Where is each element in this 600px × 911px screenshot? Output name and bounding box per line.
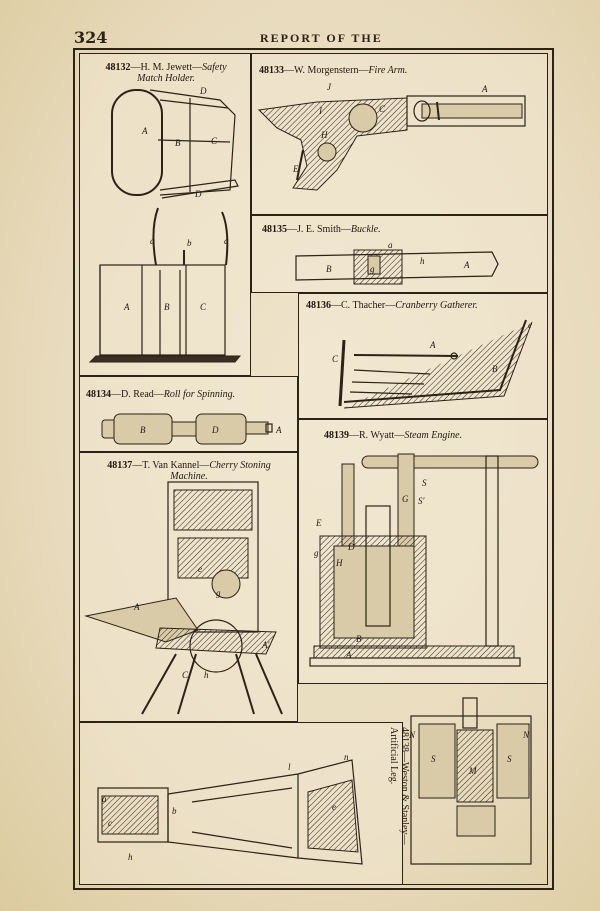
caption-48133: 48133—W. Morgenstern—Fire Arm. (259, 65, 408, 76)
svg-text:C: C (332, 354, 339, 364)
plate-outer-border (73, 48, 554, 890)
svg-text:A: A (133, 602, 140, 612)
figure-48136-cranberry-gatherer: c C A B (332, 319, 533, 409)
caption-48137: 48137—T. Van Kannel—Cherry Stoning Machi… (107, 460, 271, 482)
svg-text:c: c (108, 818, 112, 828)
svg-text:E: E (315, 518, 322, 528)
svg-text:N: N (522, 730, 530, 740)
figure-48139-steam-engine: S G S' E g D H B A (309, 453, 539, 667)
figure-48135-buckle: a B g h A (295, 240, 499, 285)
svg-text:e: e (332, 802, 336, 812)
caption-48139: 48139—R. Wyatt—Steam Engine. (324, 430, 463, 441)
caption-48136: 48136—C. Thacher—Cranberry Gatherer. (306, 300, 478, 311)
figure-48133-fire-arm: J A I H C E (257, 82, 526, 191)
svg-text:B: B (140, 425, 146, 435)
svg-text:M: M (468, 766, 477, 776)
svg-text:A: A (429, 340, 436, 350)
caption-48132: 48132—H. M. Jewett—Safety Match Holder. (105, 62, 227, 84)
caption-48134: 48134—D. Read—Roll for Spinning. (86, 389, 236, 400)
svg-text:c: c (528, 320, 532, 330)
svg-text:A: A (275, 425, 282, 435)
svg-text:B: B (356, 634, 362, 644)
svg-text:g: g (370, 264, 375, 274)
svg-text:N: N (408, 730, 416, 740)
caption-48135: 48135—J. E. Smith—Buckle. (262, 224, 381, 235)
svg-text:D: D (194, 189, 202, 199)
page-number: 324 (74, 28, 108, 47)
svg-text:c: c (224, 236, 228, 246)
svg-text:A: A (141, 126, 148, 136)
svg-text:S: S (422, 478, 427, 488)
svg-text:C: C (211, 136, 218, 146)
svg-text:B: B (326, 264, 332, 274)
svg-text:J: J (327, 82, 332, 92)
svg-text:C: C (182, 670, 189, 680)
svg-text:A: A (345, 650, 352, 660)
svg-text:g: g (216, 588, 221, 598)
svg-text:B: B (175, 138, 181, 148)
page-header: 324 REPORT OF THE (74, 28, 552, 48)
svg-text:A: A (123, 302, 130, 312)
figure-48138-artificial-leg: a b c h n l e (97, 752, 363, 865)
svg-text:S': S' (418, 496, 426, 506)
svg-text:A: A (463, 260, 470, 270)
running-head: REPORT OF THE (260, 31, 383, 45)
svg-text:D: D (347, 542, 355, 552)
svg-text:a: a (150, 236, 155, 246)
svg-text:a: a (388, 240, 393, 250)
svg-text:h: h (128, 852, 133, 862)
svg-text:I: I (318, 106, 323, 116)
svg-text:h: h (204, 670, 209, 680)
svg-text:A': A' (261, 640, 270, 650)
svg-text:D: D (211, 425, 219, 435)
figure-48134-spinning-roll: B D A (101, 413, 282, 445)
svg-text:C: C (200, 302, 207, 312)
svg-text:G: G (402, 494, 409, 504)
svg-text:h: h (420, 256, 425, 266)
svg-text:C: C (379, 104, 386, 114)
svg-text:B: B (164, 302, 170, 312)
svg-text:b: b (172, 806, 177, 816)
figure-48138-detail: N N S S M (408, 697, 532, 865)
svg-text:A: A (481, 84, 488, 94)
svg-text:l: l (288, 762, 291, 772)
svg-text:S: S (431, 754, 436, 764)
svg-text:S: S (507, 754, 512, 764)
svg-text:b: b (187, 238, 192, 248)
svg-text:g: g (314, 548, 319, 558)
figure-48132-match-holder: D A B C D a b c A B C (88, 86, 242, 363)
svg-text:a: a (102, 794, 107, 804)
svg-text:D: D (199, 86, 207, 96)
svg-text:E: E (292, 164, 299, 174)
svg-text:B: B (492, 364, 498, 374)
svg-text:e: e (198, 564, 202, 574)
svg-text:H: H (335, 558, 343, 568)
svg-text:H: H (320, 130, 328, 140)
svg-text:n: n (344, 752, 349, 762)
figure-48137-cherry-stoning-machine: A e g A' C h (84, 481, 283, 715)
